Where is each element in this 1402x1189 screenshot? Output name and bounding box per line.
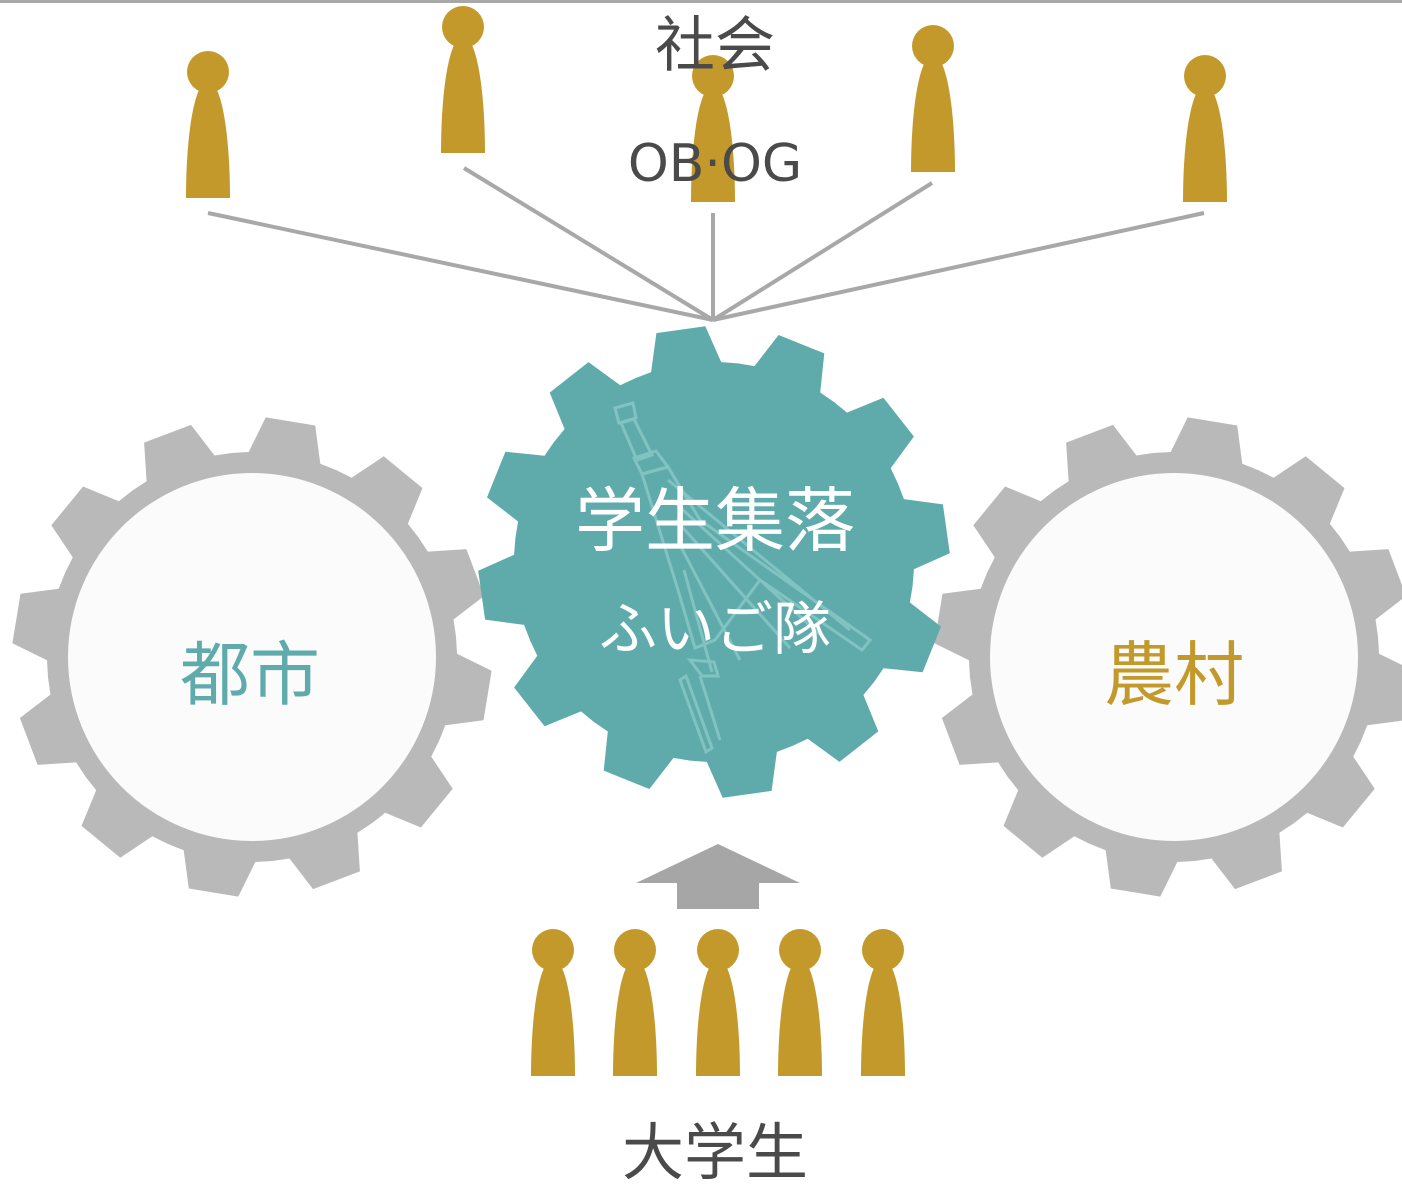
person-icon bbox=[531, 929, 575, 1076]
city-label: 都市 bbox=[180, 634, 320, 716]
fuigo-team-subtitle: ふいご隊 bbox=[598, 595, 831, 663]
students-label: 大学生 bbox=[621, 1116, 808, 1189]
connector-line bbox=[462, 166, 715, 322]
person-icon bbox=[911, 25, 955, 172]
person-icon bbox=[441, 6, 485, 153]
person-icon bbox=[1183, 55, 1227, 202]
connector-line bbox=[712, 211, 1205, 322]
city-gear bbox=[12, 417, 492, 897]
rural-gear-center bbox=[990, 473, 1358, 841]
person-icon bbox=[613, 929, 657, 1076]
person-icon bbox=[778, 929, 822, 1076]
students-group bbox=[531, 929, 905, 1076]
person-icon bbox=[861, 929, 905, 1076]
connector-line bbox=[207, 211, 714, 322]
student-village-title: 学生集落 bbox=[575, 480, 855, 562]
person-icon bbox=[696, 929, 740, 1076]
alumni-connector-lines bbox=[207, 166, 1205, 322]
rural-label: 農村 bbox=[1104, 634, 1244, 716]
alumni-label: OB·OG bbox=[627, 134, 803, 194]
arrow-up-icon bbox=[636, 844, 800, 909]
society-label: 社会 bbox=[655, 11, 775, 81]
bellows-icon bbox=[613, 401, 873, 755]
connector-line bbox=[711, 181, 934, 322]
city-gear-center bbox=[68, 473, 436, 841]
rural-gear bbox=[934, 417, 1402, 897]
person-icon bbox=[186, 51, 230, 198]
